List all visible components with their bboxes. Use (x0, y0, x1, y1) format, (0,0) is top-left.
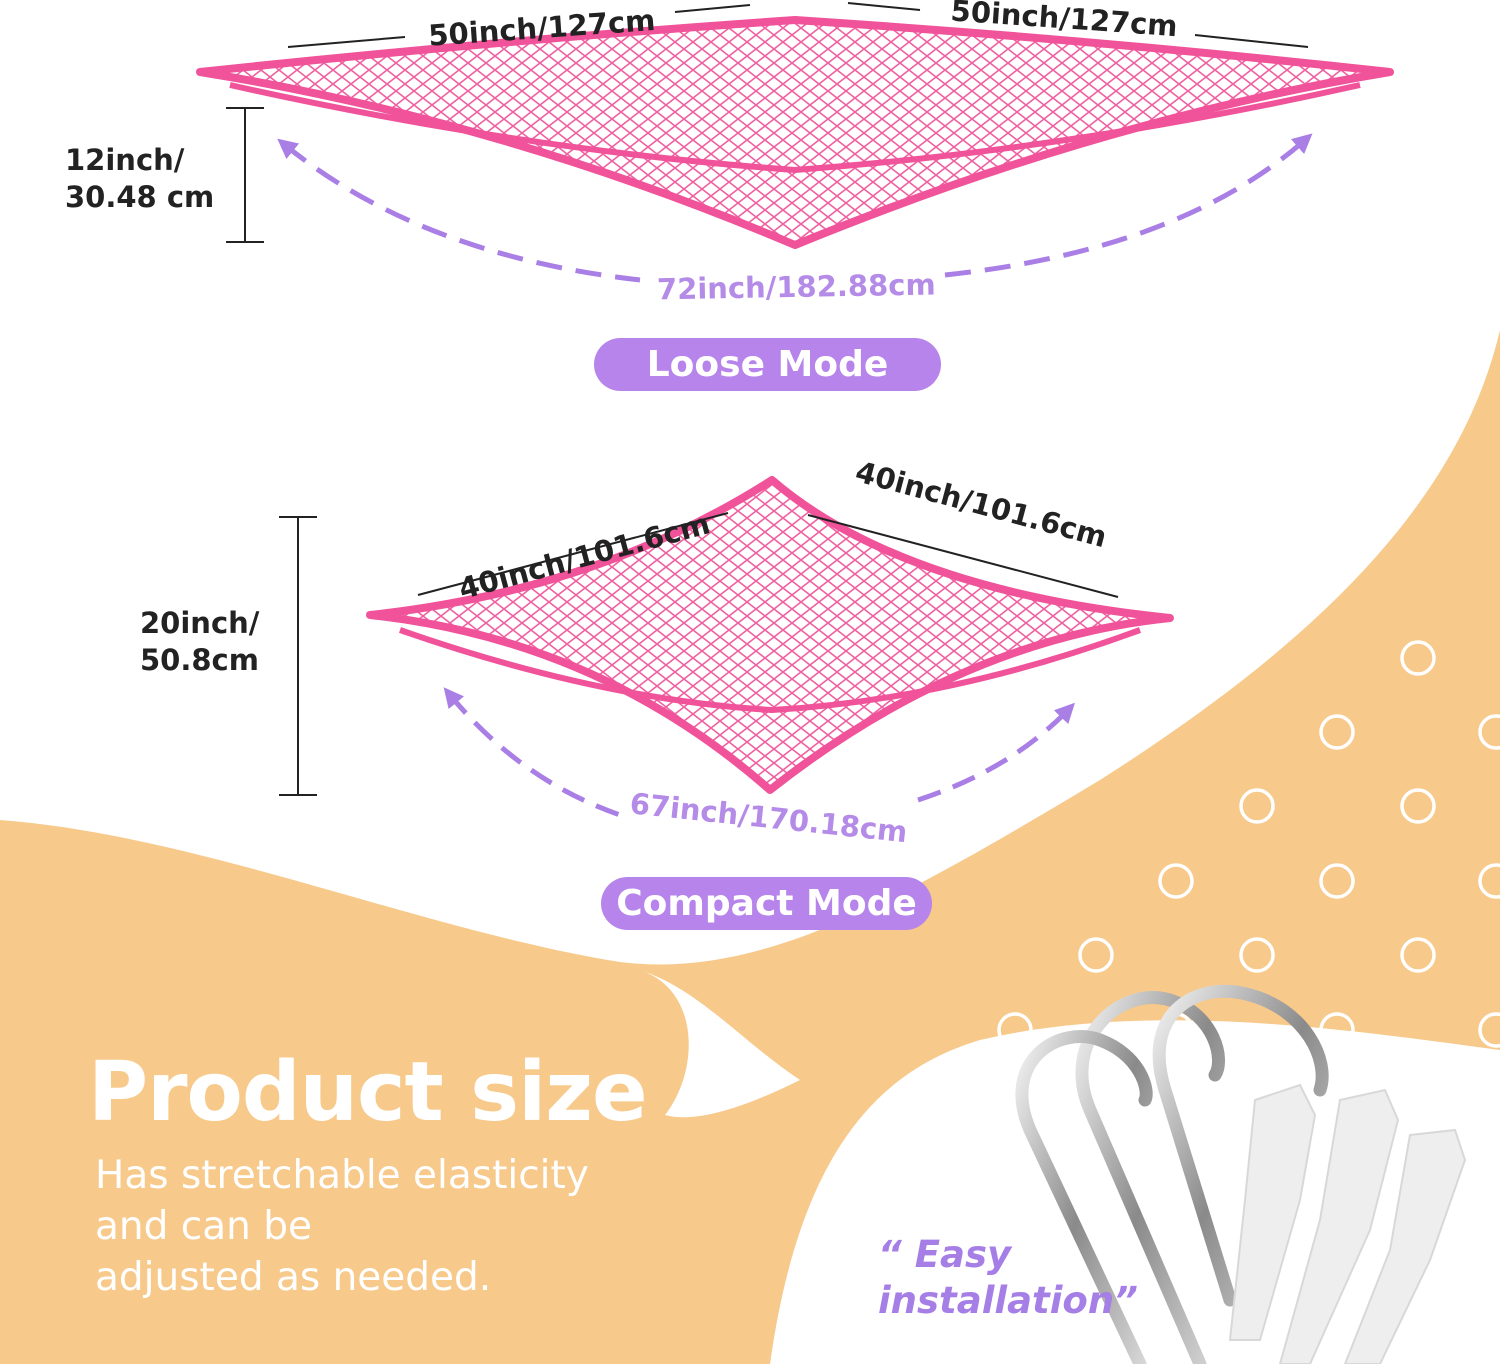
orange-background (0, 330, 1500, 1364)
loose-height-label-1: 12inch/ (65, 143, 185, 177)
compact-side-right-label: 40inch/101.6cm (852, 454, 1111, 554)
product-size-description: Has stretchable elasticity and can be ad… (95, 1150, 655, 1303)
easy-line-1: “ Easy (878, 1233, 1012, 1276)
loose-span-label: 72inch/182.88cm (657, 267, 936, 306)
loose-mode-badge: Loose Mode (594, 338, 941, 391)
loose-span-arrow (285, 140, 1305, 283)
description-line-1: Has stretchable elasticity (95, 1153, 589, 1198)
compact-dimension-lines (279, 512, 1119, 796)
loose-height-label-2: 30.48 cm (65, 180, 214, 214)
loose-hammock-net (196, 16, 1394, 249)
easy-line-2: installation” (878, 1279, 1138, 1322)
description-line-2: and can be (95, 1204, 312, 1249)
wall-anchors-icon (1228, 1083, 1467, 1364)
hooks-icon (1015, 984, 1329, 1364)
loose-dimension-lines (226, 2, 1309, 243)
easy-installation-caption: “ Easy installation” (878, 1232, 1138, 1324)
compact-height-label-1: 20inch/ (140, 606, 260, 640)
product-size-title: Product size (88, 1045, 648, 1140)
compact-mode-badge: Compact Mode (601, 877, 932, 930)
compact-span-label: 67inch/170.18cm (628, 786, 909, 849)
white-bump (640, 970, 800, 1118)
compact-height-label-2: 50.8cm (140, 643, 259, 677)
compact-span-arrow (450, 695, 1068, 818)
description-line-3: adjusted as needed. (95, 1255, 492, 1300)
